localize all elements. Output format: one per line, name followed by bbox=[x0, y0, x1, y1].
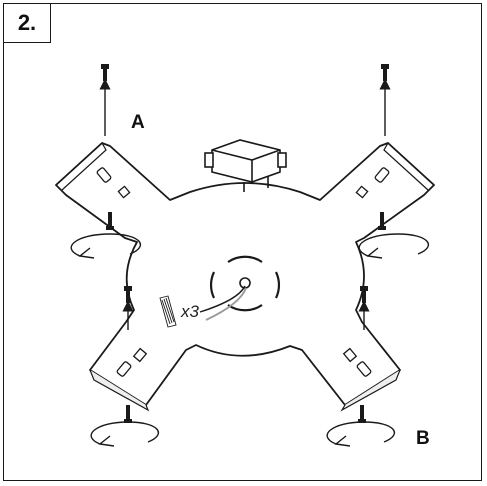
screw-icon bbox=[360, 286, 368, 303]
center-wire-hole bbox=[199, 255, 281, 321]
rotate-arrow-icon bbox=[90, 421, 160, 447]
screw-icon bbox=[106, 212, 114, 230]
screw-icon bbox=[378, 212, 386, 230]
wire-pack-icon bbox=[159, 295, 177, 328]
screw-icon bbox=[358, 405, 366, 423]
screw-icon bbox=[124, 405, 132, 423]
quantity-label: x3 bbox=[181, 302, 199, 321]
mid-right-screw-assembly bbox=[358, 286, 370, 330]
arm-slots bbox=[96, 167, 390, 377]
illustration-frame: 2. bbox=[3, 3, 482, 481]
mounting-plate bbox=[55, 142, 435, 406]
rotate-arrow-icon bbox=[358, 233, 430, 259]
screw-icon bbox=[101, 64, 109, 81]
top-left-screw-assembly bbox=[99, 64, 111, 136]
screw-icon bbox=[381, 64, 389, 81]
step-number: 2. bbox=[4, 4, 51, 43]
screw-icon bbox=[124, 286, 132, 303]
label-b: B bbox=[416, 428, 430, 449]
top-right-screw-assembly bbox=[379, 64, 391, 136]
label-a: A bbox=[131, 112, 145, 133]
mid-left-screw-assembly bbox=[122, 286, 134, 330]
rotate-arrow-icon bbox=[70, 233, 142, 259]
junction-box-icon bbox=[204, 139, 287, 192]
rotate-arrow-icon bbox=[326, 421, 396, 447]
